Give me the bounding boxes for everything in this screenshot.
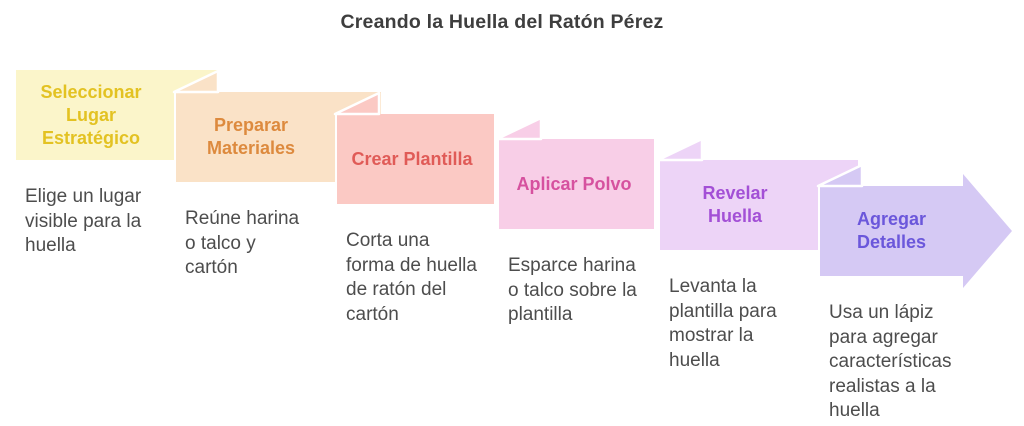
- fold-flap: [495, 116, 543, 141]
- fold-flap: [656, 137, 704, 162]
- step-description: Elige un lugar visible para la huella: [25, 186, 142, 256]
- step-description: Esparce harina o talco sobre la plantill…: [508, 255, 637, 325]
- arrow-head: [963, 174, 1012, 288]
- fold-flap: [816, 163, 864, 188]
- diagram-title: Creando la Huella del Ratón Pérez: [340, 11, 664, 33]
- step-description: Reúne harina o talco y cartón: [185, 208, 300, 278]
- step-card-rect: [497, 139, 654, 229]
- step-card-rect: [335, 114, 494, 204]
- step-description: Usa un lápiz para agregar característica…: [829, 302, 952, 421]
- step-card-rect: [818, 186, 965, 276]
- step-description: Levanta la plantilla para mostrar la hue…: [669, 276, 777, 371]
- step-description: Corta una forma de huella de ratón del c…: [346, 230, 477, 325]
- fold-flap: [333, 91, 381, 116]
- fold-flap: [172, 69, 220, 94]
